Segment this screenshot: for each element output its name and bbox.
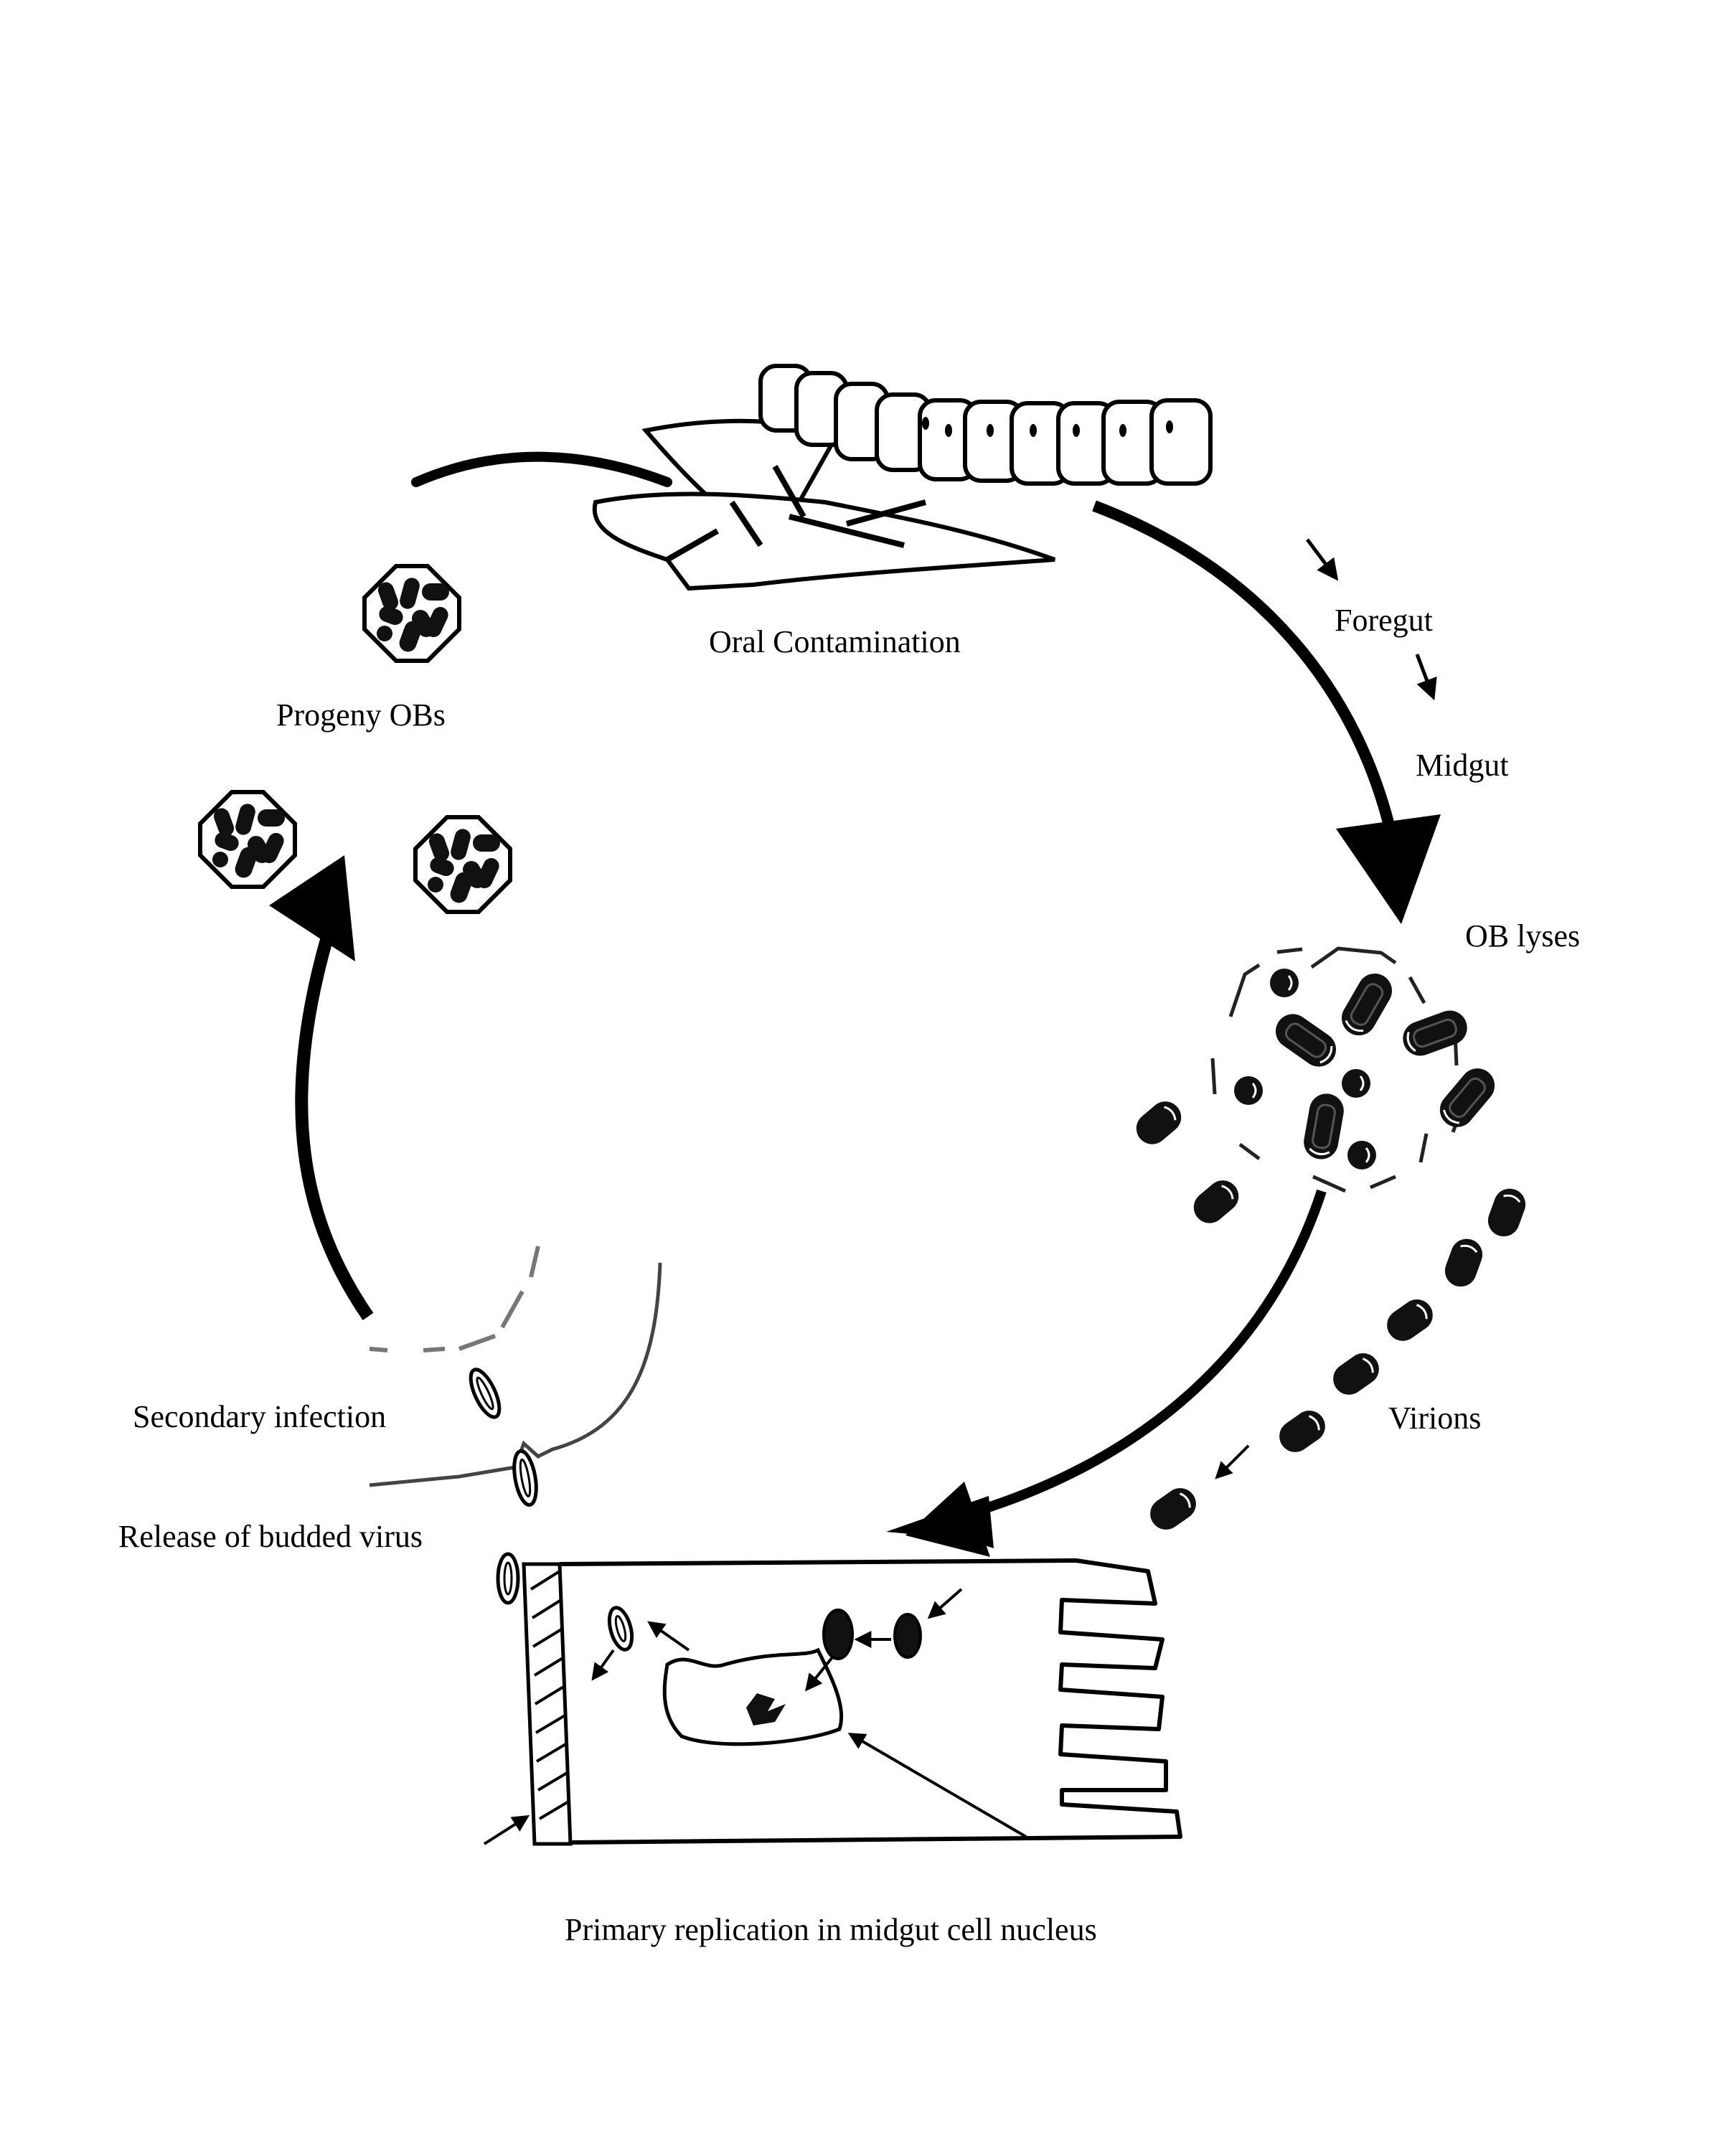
- cell-nucleus: [662, 1647, 844, 1746]
- nucleus-replication-site: [746, 1693, 786, 1726]
- leaf-lower: [592, 491, 1056, 591]
- progeny-ob-icon: [200, 792, 295, 887]
- label-midgut: Midgut: [1416, 748, 1509, 783]
- midgut-cell-icon: [483, 1552, 1182, 1846]
- label-secondary-infection: Secondary infection: [133, 1399, 387, 1434]
- budded-virus-leaving: [496, 1552, 520, 1605]
- label-progeny-obs: Progeny OBs: [276, 697, 446, 733]
- label-foregut: Foregut: [1335, 603, 1433, 638]
- incoming-virions: [607, 1606, 922, 1660]
- label-primary-replication: Primary replication in midgut cell nucle…: [565, 1912, 1097, 1947]
- label-virions: Virions: [1388, 1401, 1482, 1436]
- caterpillar-on-leaf-icon: [411, 364, 1213, 591]
- foregut-arrow-icon: [1306, 538, 1339, 581]
- caterpillar-body: [758, 364, 1213, 486]
- lysed-occlusion-body: [1210, 946, 1503, 1193]
- label-ob-lyses: OB lyses: [1465, 918, 1581, 954]
- virion-entry-arrow-icon: [1215, 1444, 1250, 1479]
- label-oral-contamination: Oral Contamination: [709, 624, 961, 659]
- basal-lamina: [522, 1562, 573, 1846]
- cell-outline: [559, 1558, 1182, 1845]
- midgut-arrow-icon: [1415, 654, 1437, 701]
- leaf-stem: [411, 451, 672, 487]
- progeny-ob-icon: [364, 566, 459, 661]
- arrow-lysis-to-cell: [886, 1189, 1327, 1557]
- arrow-oral-to-lysis: [1092, 500, 1441, 924]
- progeny-obs: [200, 566, 510, 912]
- secondary-infection-icon: [369, 1246, 662, 1507]
- progeny-ob-icon: [415, 817, 510, 912]
- label-release-budded-virus: Release of budded virus: [118, 1519, 423, 1554]
- free-virions: [1129, 1093, 1531, 1538]
- arrow-secondary-to-progeny: [269, 855, 374, 1321]
